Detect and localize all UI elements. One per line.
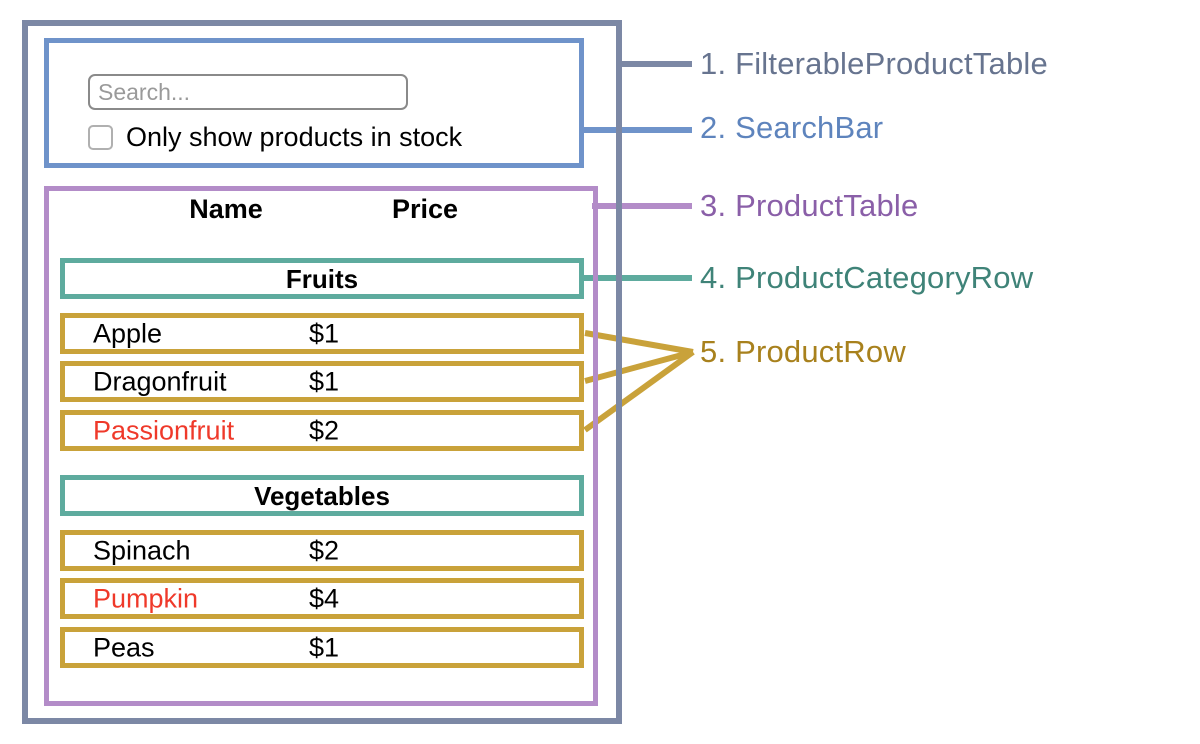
search-bar-boundary [44,38,584,168]
product-name: Apple [93,318,163,348]
product-name: Spinach [93,535,191,565]
product-name: Peas [93,632,155,662]
product-row[interactable]: Dragonfruit $1 [60,361,584,402]
annotation-label-product-row: 5. ProductRow [700,334,906,369]
product-price: $2 [309,415,340,445]
product-table-boundary [44,186,598,706]
in-stock-filter-row[interactable]: Only show products in stock [88,124,462,151]
category-label: Vegetables [254,480,390,511]
annotation-label-search-bar: 2. SearchBar [700,110,884,145]
product-category-row: Fruits [60,258,584,299]
product-name: Dragonfruit [93,366,227,396]
filterable-product-table-boundary [22,20,622,724]
category-label: Fruits [285,263,359,294]
search-input[interactable] [88,74,408,110]
in-stock-checkbox-label: Only show products in stock [126,122,463,152]
product-price: $1 [309,632,340,662]
product-name: Passionfruit [93,415,235,445]
in-stock-checkbox[interactable] [88,125,113,150]
product-price: $4 [309,583,340,613]
product-row[interactable]: Passionfruit $2 [60,410,584,451]
product-price: $1 [309,366,340,396]
product-row[interactable]: Apple $1 [60,313,584,354]
column-header-name: Name [189,194,263,224]
annotation-label-filterable-product-table: 1. FilterableProductTable [700,46,1048,81]
product-row[interactable]: Spinach $2 [60,530,584,571]
product-category-row: Vegetables [60,475,584,516]
product-price: $2 [309,535,340,565]
annotation-label-product-table: 3. ProductTable [700,188,919,223]
product-price: $1 [309,318,340,348]
annotation-label-product-category-row: 4. ProductCategoryRow [700,260,1034,295]
column-header-price: Price [391,194,459,224]
product-row[interactable]: Pumpkin $4 [60,578,584,619]
product-name: Pumpkin [93,583,199,613]
product-row[interactable]: Peas $1 [60,627,584,668]
